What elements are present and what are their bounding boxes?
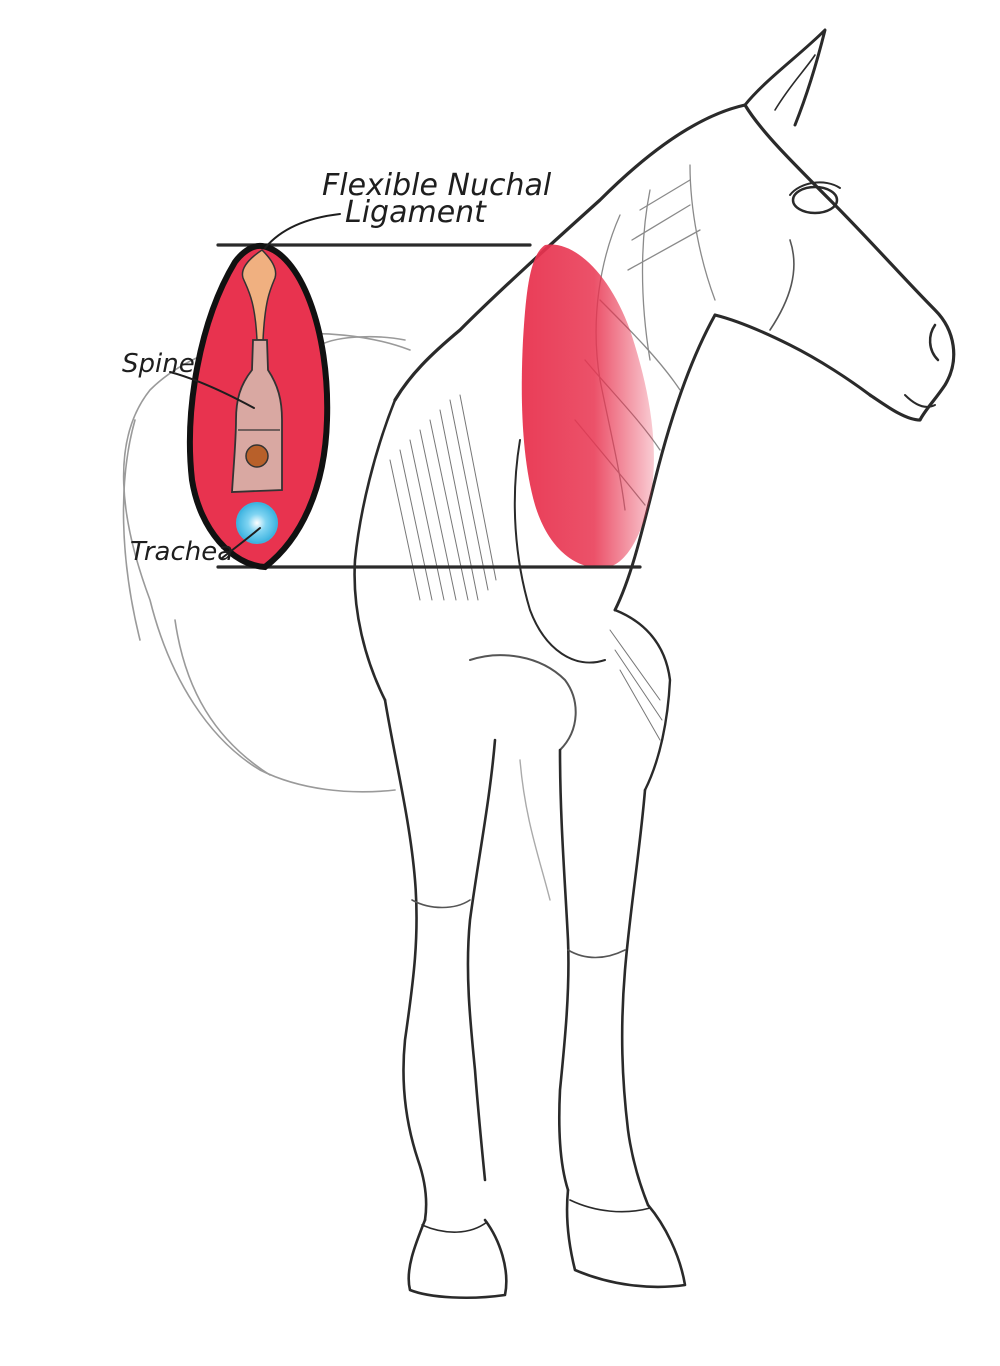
jaw-outline: [713, 313, 872, 397]
left-knee: [411, 899, 471, 909]
trachea-label: Trachea: [130, 537, 233, 567]
horse-sketch: [122, 28, 956, 1300]
right-foreleg-inner: [557, 748, 570, 1192]
eye: [791, 185, 839, 215]
right-coronet: [569, 1199, 651, 1213]
spine-label: Spine: [122, 349, 195, 379]
neck-muscle-highlight: [521, 244, 654, 569]
head-outline: [743, 103, 956, 422]
right-foreleg-outer: [620, 788, 650, 1207]
cross-section-trachea: [236, 502, 278, 544]
neck-underside: [613, 313, 717, 612]
mouth: [904, 394, 936, 408]
level-lines: [216, 243, 642, 569]
hind-leg-faint: [519, 759, 551, 901]
left-foreleg-inner: [466, 738, 497, 1182]
spine-leader: [169, 371, 255, 409]
neck-cross-section: [186, 242, 331, 571]
chest-outline: [353, 398, 397, 702]
left-hoof: [407, 1218, 508, 1300]
cross-section-spinal-cord: [245, 444, 269, 468]
nuchal-label-line1: Flexible Nuchal: [322, 168, 552, 203]
eyebrow: [789, 181, 841, 196]
shoulder-line: [513, 439, 606, 664]
right-hoof: [565, 1188, 687, 1289]
chest-front: [613, 608, 672, 792]
ear-outline: [743, 28, 827, 127]
elbow-area: [469, 654, 577, 751]
right-knee: [567, 949, 626, 959]
nostril: [928, 323, 940, 362]
nuchal-label-line2: Ligament: [345, 195, 487, 230]
trachea-leader: [221, 527, 261, 559]
ear-inner: [774, 54, 816, 111]
cross-section-spine: [231, 339, 283, 493]
nuchal-leader: [264, 213, 341, 249]
cheek-line: [769, 239, 795, 331]
leader-lines: [169, 213, 341, 559]
left-coronet: [421, 1221, 488, 1233]
left-foreleg-outer: [383, 698, 428, 1222]
